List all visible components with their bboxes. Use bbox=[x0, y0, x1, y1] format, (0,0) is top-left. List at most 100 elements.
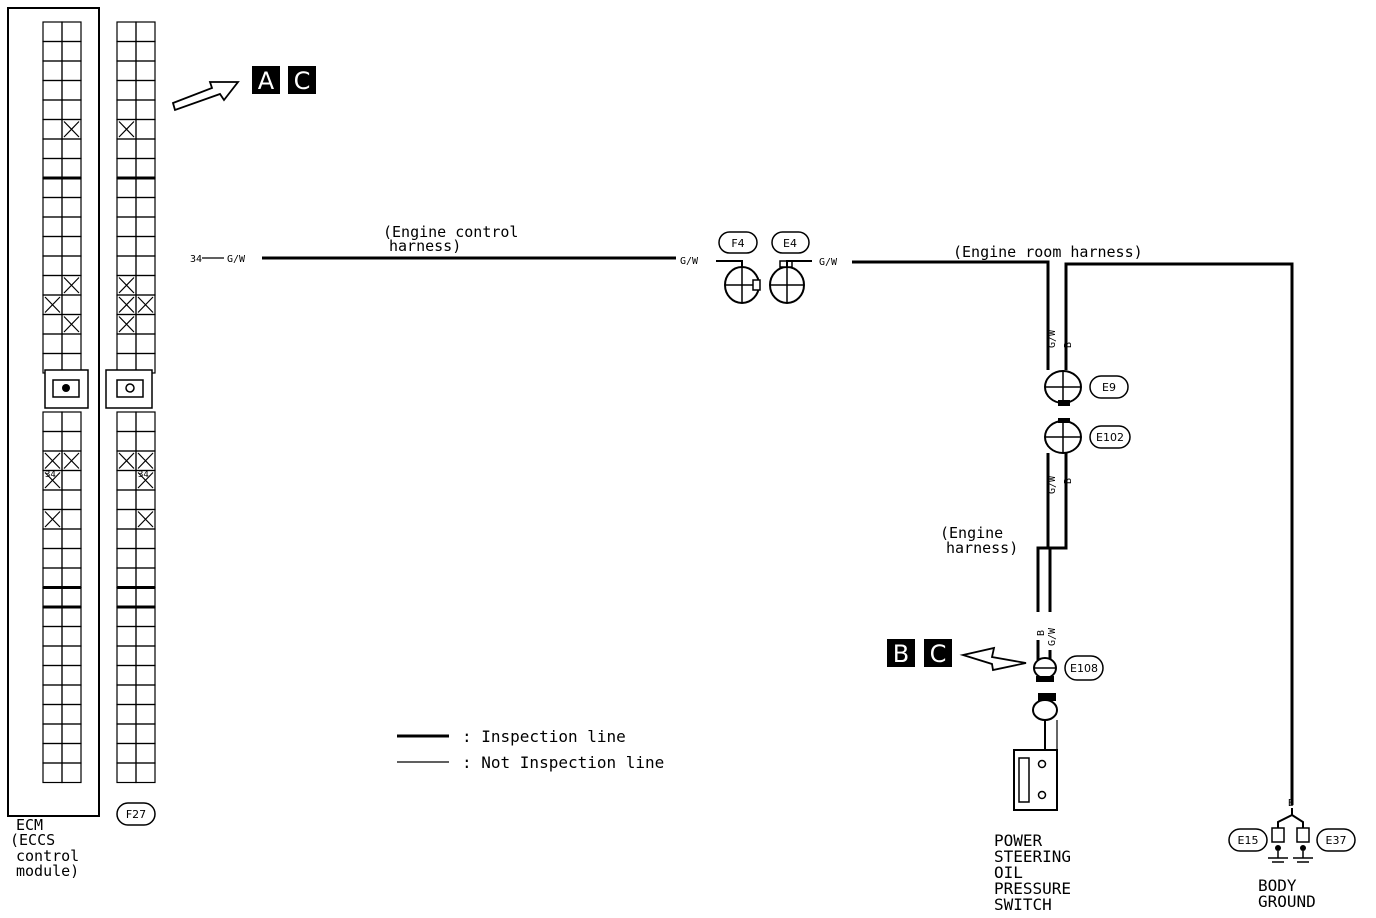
cavity bbox=[61, 703, 82, 725]
unused-cavity-icon bbox=[63, 277, 80, 294]
cavity bbox=[116, 762, 137, 784]
cavity bbox=[135, 79, 156, 101]
cavity bbox=[61, 723, 82, 745]
svg-text:E9: E9 bbox=[1102, 381, 1116, 394]
cavity bbox=[135, 606, 156, 628]
unused-cavity-icon bbox=[137, 472, 154, 489]
cavity bbox=[61, 469, 82, 491]
cavity bbox=[135, 118, 156, 140]
cavity bbox=[116, 684, 137, 706]
ref-badge-a[interactable]: A bbox=[252, 66, 280, 95]
cavity bbox=[61, 40, 82, 62]
svg-text:E108: E108 bbox=[1070, 662, 1098, 675]
ref-badge-c-bottom[interactable]: C bbox=[924, 639, 952, 668]
ecm-key-dot-icon bbox=[62, 384, 70, 392]
cavity bbox=[116, 235, 137, 257]
ref-badge-c-top[interactable]: C bbox=[288, 66, 316, 95]
cavity bbox=[42, 528, 63, 550]
cavity bbox=[61, 255, 82, 277]
cavity bbox=[42, 177, 63, 199]
cavity bbox=[42, 138, 63, 160]
unused-cavity-icon bbox=[44, 296, 61, 313]
cavity bbox=[135, 625, 156, 647]
wire-ground-b bbox=[1064, 262, 1294, 805]
cavity bbox=[61, 79, 82, 101]
svg-text:A: A bbox=[258, 67, 275, 95]
cavity bbox=[116, 547, 137, 569]
connector-e4: E4 bbox=[769, 231, 810, 304]
cavity bbox=[42, 723, 63, 745]
svg-text:harness): harness) bbox=[946, 539, 1018, 557]
cavity bbox=[116, 664, 137, 686]
cavity bbox=[116, 21, 137, 43]
cavity bbox=[61, 742, 82, 764]
cavity bbox=[42, 742, 63, 764]
cavity bbox=[135, 235, 156, 257]
svg-text:(Engine: (Engine bbox=[940, 524, 1003, 542]
cavity bbox=[116, 157, 137, 179]
cavity bbox=[116, 333, 137, 355]
cavity bbox=[135, 723, 156, 745]
legend-inspection-label: : Inspection line bbox=[462, 727, 626, 746]
cavity bbox=[42, 99, 63, 121]
svg-text:ECM: ECM bbox=[16, 816, 43, 834]
svg-text:OIL: OIL bbox=[994, 863, 1023, 882]
svg-text:E15: E15 bbox=[1238, 834, 1259, 847]
connector-f4: F4 bbox=[718, 231, 761, 304]
cavity bbox=[42, 625, 63, 647]
engine-room-harness-label: (Engine room harness) bbox=[953, 243, 1143, 261]
ecm-pin-label: 34 bbox=[45, 470, 56, 480]
cavity bbox=[135, 430, 156, 452]
svg-text:harness): harness) bbox=[389, 237, 461, 255]
cavity bbox=[42, 489, 63, 511]
unused-cavity-icon bbox=[137, 452, 154, 469]
cavity bbox=[116, 255, 137, 277]
ecm-label: ECM (ECCS control module) bbox=[10, 816, 79, 880]
unused-cavity-icon bbox=[137, 296, 154, 313]
cavity bbox=[42, 606, 63, 628]
cavity bbox=[116, 742, 137, 764]
svg-text:POWER: POWER bbox=[994, 831, 1043, 850]
svg-text:G/W: G/W bbox=[1047, 329, 1058, 348]
legend: : Inspection line : Not Inspection line bbox=[397, 727, 664, 772]
cavity bbox=[42, 274, 63, 296]
cavity bbox=[135, 60, 156, 82]
cavity bbox=[116, 508, 137, 530]
f27-pin-label: 34 bbox=[138, 470, 149, 480]
cavity bbox=[135, 489, 156, 511]
ref-badge-b[interactable]: B bbox=[887, 639, 915, 668]
cavity bbox=[42, 703, 63, 725]
svg-text:B: B bbox=[1063, 478, 1074, 484]
wire-e4-to-e9: G/W bbox=[786, 257, 1050, 370]
cavity bbox=[116, 40, 137, 62]
cavity bbox=[42, 79, 63, 101]
cavity bbox=[116, 138, 137, 160]
cavity bbox=[61, 664, 82, 686]
svg-text:PRESSURE: PRESSURE bbox=[994, 879, 1071, 898]
svg-text:control: control bbox=[16, 847, 79, 865]
cavity bbox=[61, 586, 82, 608]
cavity bbox=[61, 489, 82, 511]
ref-arrow-top-icon bbox=[171, 81, 240, 112]
connector-e15: E15 bbox=[1228, 828, 1268, 852]
cavity bbox=[42, 430, 63, 452]
cavity bbox=[116, 79, 137, 101]
cavity bbox=[61, 528, 82, 550]
cavity bbox=[42, 411, 63, 433]
cavity bbox=[135, 196, 156, 218]
cavity bbox=[116, 606, 137, 628]
cavity bbox=[116, 489, 137, 511]
cavity bbox=[42, 196, 63, 218]
cavity bbox=[42, 313, 63, 335]
cavity bbox=[42, 21, 63, 43]
cavity bbox=[135, 742, 156, 764]
cavity bbox=[135, 664, 156, 686]
svg-text:F4: F4 bbox=[731, 237, 744, 250]
cavity bbox=[135, 40, 156, 62]
cavity bbox=[116, 196, 137, 218]
legend-not-inspection-label: : Not Inspection line bbox=[462, 753, 664, 772]
cavity bbox=[116, 528, 137, 550]
cavity bbox=[135, 411, 156, 433]
svg-text:G/W: G/W bbox=[1047, 475, 1058, 494]
cavity bbox=[42, 40, 63, 62]
